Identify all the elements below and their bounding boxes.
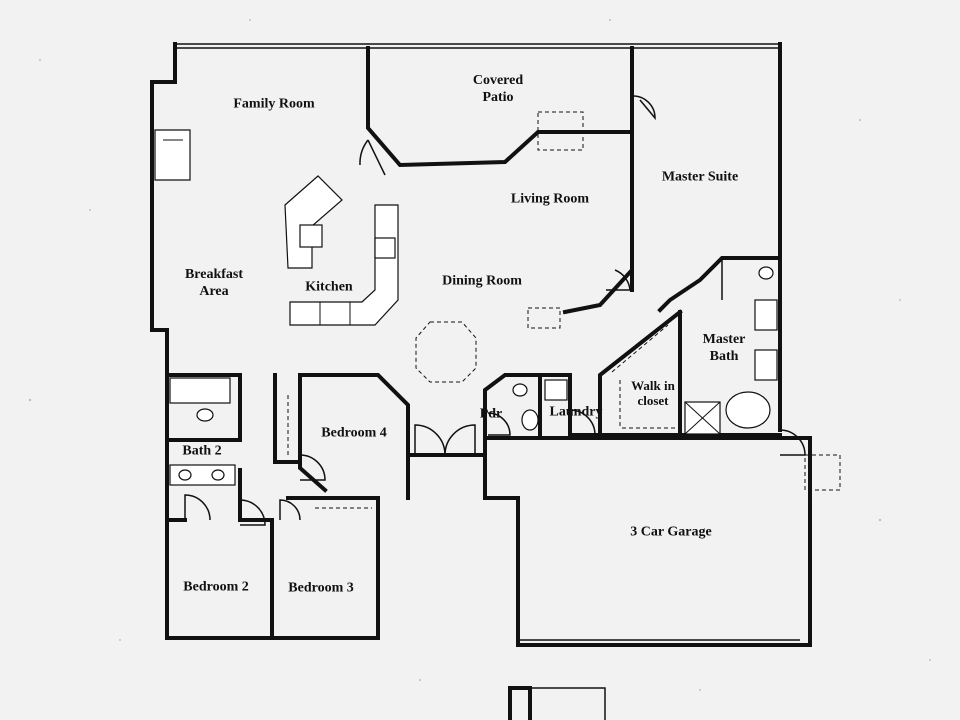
room-label-living-room: Living Room (510, 191, 590, 207)
master-tub (725, 391, 771, 429)
doors (184, 95, 841, 526)
room-label-dining-room: Dining Room (442, 273, 522, 289)
covered-patio-line-2: Patio (482, 90, 514, 105)
room-label-family-room: Family Room (233, 96, 315, 112)
room-label-bath-2: Bath 2 (182, 443, 222, 459)
room-label-master-bath: Master Bath (703, 331, 746, 365)
fixtures (154, 111, 800, 720)
room-label-kitchen: Kitchen (305, 279, 353, 295)
kitchen-island (284, 175, 343, 269)
kitchen-counter (289, 204, 399, 326)
breakfast-area-line-2: Area (199, 284, 229, 299)
room-label-bedroom-2: Bedroom 2 (183, 579, 249, 595)
room-label-bedroom-3: Bedroom 3 (288, 580, 354, 596)
bath-2-tub (169, 377, 231, 404)
exterior-walls (150, 42, 812, 647)
paper-texture (29, 19, 931, 691)
room-label-walk-in-closet: Walk in closet (631, 378, 675, 408)
room-label-master-suite: Master Suite (661, 169, 739, 185)
room-label-breakfast-area: Breakfast Area (185, 266, 243, 300)
room-label-covered-patio: Covered Patio (473, 72, 523, 106)
dining-table (415, 321, 477, 383)
room-label-pdr: Pdr (479, 406, 503, 422)
room-label-laundry: Laundry (549, 404, 603, 420)
walk-in-closet-line-2: closet (637, 393, 669, 408)
covered-patio-line-1: Covered (472, 73, 524, 88)
master-bath-line-2: Bath (709, 349, 739, 364)
room-label-garage: 3 Car Garage (630, 524, 712, 540)
breakfast-area-line-1: Breakfast (184, 267, 244, 282)
walk-in-closet-line-1: Walk in (631, 378, 675, 393)
interior-walls (165, 46, 782, 640)
room-label-bedroom-4: Bedroom 4 (321, 425, 387, 441)
master-bath-line-1: Master (702, 332, 746, 347)
